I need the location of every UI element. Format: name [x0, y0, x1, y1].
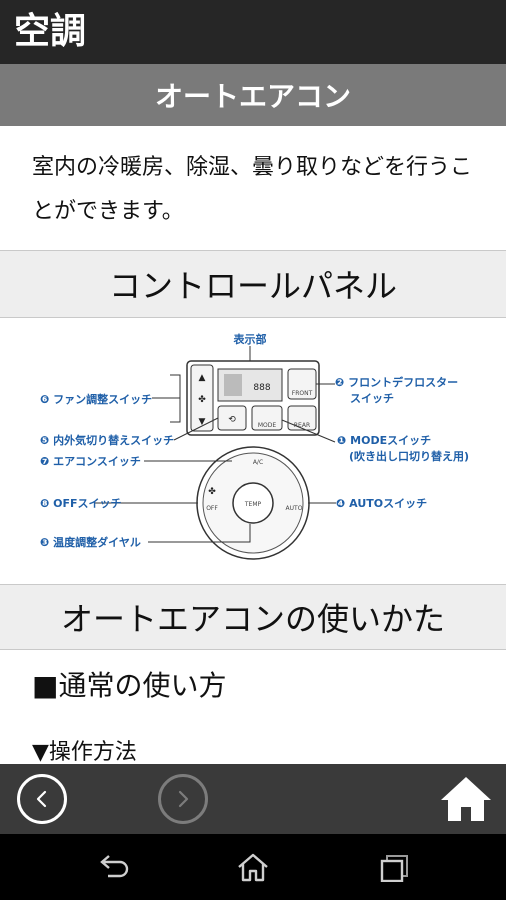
section-header: オートエアコン	[0, 64, 506, 126]
control-panel-title: コントロールパネル	[108, 267, 397, 305]
auto-label: AUTO	[286, 505, 303, 512]
system-recent-apps-button[interactable]	[375, 848, 415, 886]
label-fan-switch: ❻ ファン調整スイッチ	[40, 392, 152, 406]
label-temp-dial: ❸ 温度調整ダイヤル	[40, 535, 141, 549]
fan-icon: ✤	[198, 395, 206, 405]
control-panel-header: コントロールパネル	[0, 250, 506, 318]
fan-down-icon: ▼	[199, 417, 206, 427]
label-display: 表示部	[233, 332, 267, 346]
home-icon	[441, 777, 491, 821]
page-title: 空調	[14, 11, 87, 52]
fan-switch	[190, 364, 214, 432]
system-recent-apps-icon	[380, 855, 408, 882]
home-button[interactable]	[436, 770, 496, 828]
app-nav-bar	[0, 764, 506, 834]
label-mode-switch: ❶ MODEスイッチ	[337, 434, 431, 447]
temp-leader	[148, 524, 251, 543]
normal-usage-heading: ■通常の使い方	[32, 669, 227, 702]
chevron-right-icon	[178, 790, 189, 808]
label-front-defrost-2: スイッチ	[350, 392, 394, 405]
rear-defrost-switch	[287, 405, 317, 431]
operation-method-heading: ▼操作方法	[32, 740, 137, 765]
off-label: OFF	[206, 505, 218, 512]
display-digits: 888	[253, 383, 270, 393]
temp-label: TEMP	[244, 501, 262, 508]
label-mode-switch-2: (吹き出し口切り替え用)	[349, 449, 469, 463]
label-recirc-switch: ❺ 内外気切り替えスイッチ	[40, 433, 174, 447]
recirc-leader	[173, 417, 219, 441]
fan-up-icon: ▲	[199, 373, 206, 383]
temp-dial	[232, 482, 274, 524]
howto-title: オートエアコンの使いかた	[60, 600, 445, 638]
back-button[interactable]	[17, 774, 67, 824]
mode-switch	[251, 405, 283, 431]
label-off-switch: ❽ OFFスイッチ	[40, 497, 122, 510]
system-back-icon	[100, 855, 129, 878]
system-home-icon	[238, 853, 268, 882]
mode-leader	[281, 419, 336, 443]
label-ac-switch: ❼ エアコンスイッチ	[40, 455, 141, 468]
label-front-defrost: ❷ フロントデフロスター	[335, 375, 458, 389]
rear-label: REAR	[294, 422, 310, 429]
forward-button[interactable]	[158, 774, 208, 824]
system-back-button[interactable]	[94, 848, 134, 886]
mode-label: MODE	[258, 422, 277, 429]
section-title: オートエアコン	[154, 80, 351, 113]
control-panel-diagram: ▲ ✤ ▼ 888 FRONT ⟲ MODE REAR A/C ✤ OFF AU…	[40, 332, 469, 560]
recirc-icon: ⟲	[228, 415, 236, 425]
ac-label: A/C	[253, 459, 263, 466]
label-auto-switch: ❹ AUTOスイッチ	[336, 497, 427, 510]
off-fan-icon: ✤	[208, 487, 216, 497]
chevron-left-icon	[36, 790, 47, 808]
title-bar: 空調	[0, 0, 506, 64]
system-nav-bar	[0, 834, 506, 900]
system-home-button[interactable]	[233, 848, 273, 886]
howto-header: オートエアコンの使いかた	[0, 584, 506, 650]
display-bars	[224, 374, 242, 396]
front-label: FRONT	[292, 390, 313, 397]
intro-text: 室内の冷暖房、除湿、曇り取りなどを行うことができます。	[32, 155, 473, 224]
